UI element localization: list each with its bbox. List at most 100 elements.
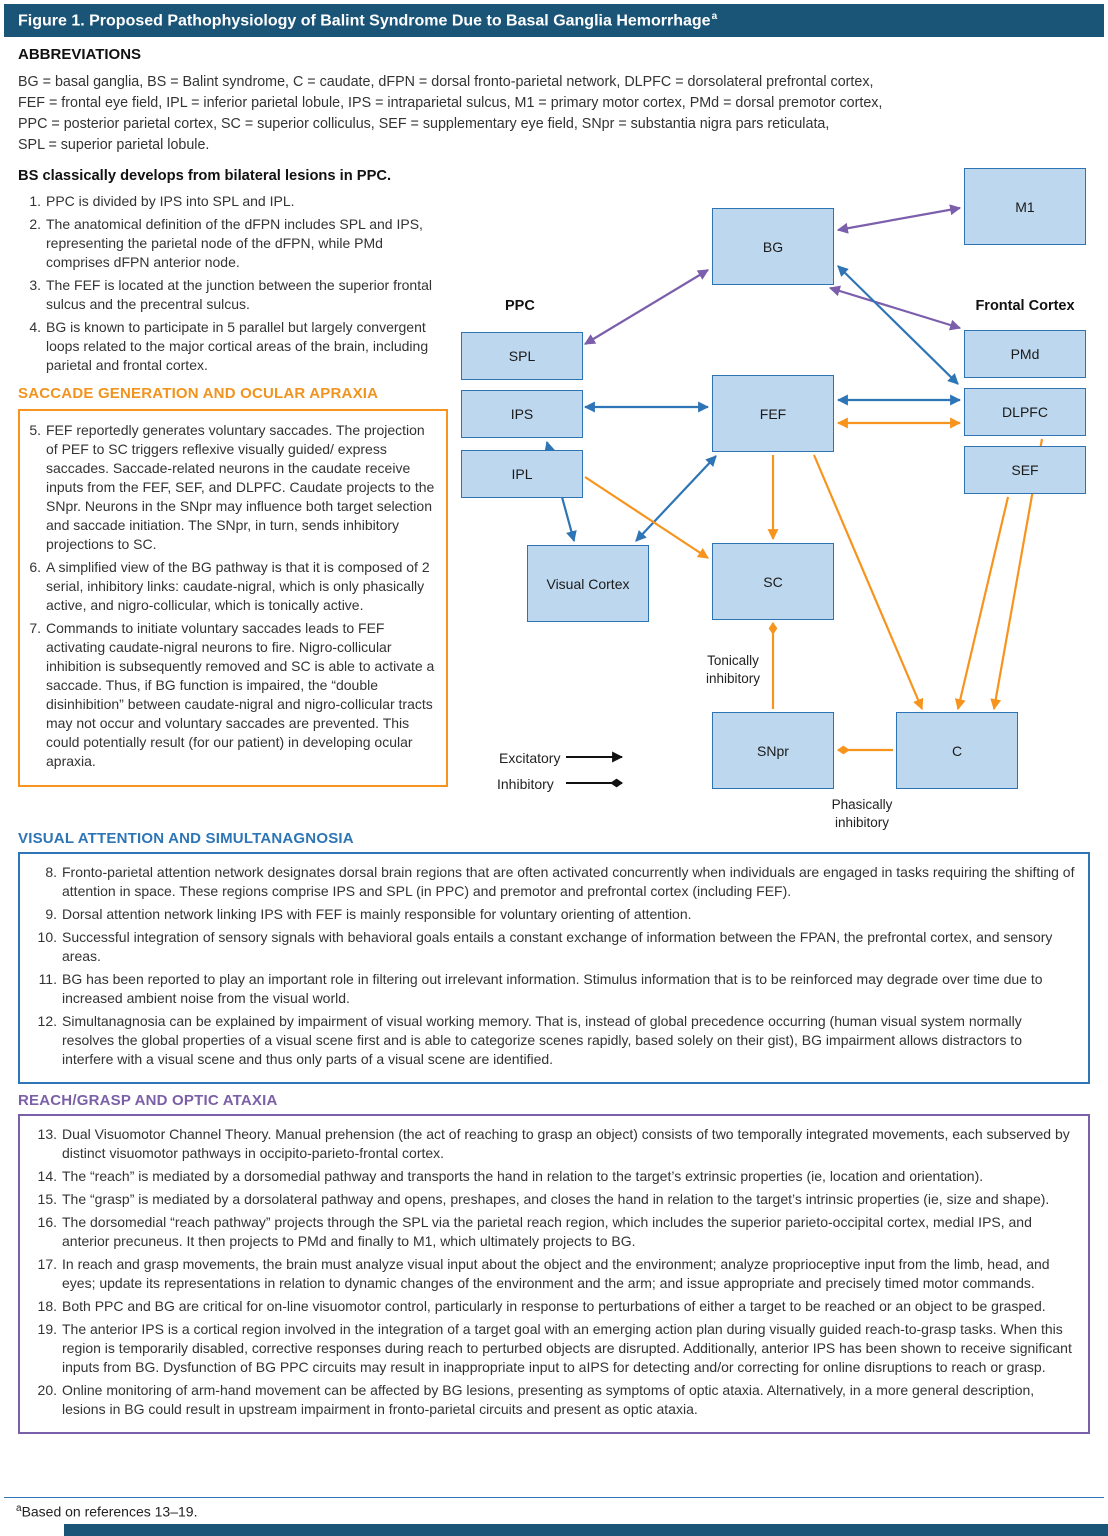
edge-ipl-sc [584, 476, 709, 559]
item-text: Successful integration of sensory signal… [62, 929, 1053, 964]
list-item: 13. Dual Visuomotor Channel Theory. Manua… [28, 1125, 1076, 1163]
visual-section-heading: VISUAL ATTENTION AND SIMULTANAGNOSIA [18, 830, 354, 847]
item-number: 4. [29, 319, 41, 335]
node-dlpfc: DLPFC [964, 388, 1086, 436]
legend-inhibitory-label: Inhibitory [497, 776, 554, 792]
item-text: BG is known to participate in 5 parallel… [46, 319, 429, 373]
list-item: 4. BG is known to participate in 5 parall… [18, 318, 448, 375]
footnote-text: Based on references 13–19. [21, 1503, 198, 1520]
item-text: The FEF is located at the junction betwe… [46, 277, 432, 312]
figure-title-superscript: a [711, 10, 718, 22]
item-text: Dual Visuomotor Channel Theory. Manual p… [62, 1126, 1070, 1161]
item-text: PPC is divided by IPS into SPL and IPL. [46, 193, 295, 209]
list-item: 11. BG has been reported to play an impor… [28, 970, 1076, 1008]
abbreviations-section: ABBREVIATIONS BG = basal ganglia, BS = B… [18, 46, 1048, 156]
item-number: 8. [45, 864, 57, 880]
item-number: 18. [37, 1298, 57, 1314]
item-number: 11. [38, 971, 57, 987]
item-text: The anterior IPS is a cortical region in… [62, 1321, 1072, 1375]
list-item: 12.Simultanagnosia can be explained by i… [28, 1012, 1076, 1069]
edge-bg-dlpfc [837, 265, 959, 385]
node-m1: M1 [964, 168, 1086, 245]
list-item: 8. Fronto-parietal attention network desi… [28, 863, 1076, 901]
ppc-group-label: PPC [505, 298, 535, 314]
saccade-box: 5. FEF reportedly generates voluntary sac… [18, 409, 448, 787]
edge-spl-bg [584, 269, 709, 345]
footnote-superscript: a [16, 1503, 22, 1514]
item-text: The dorsomedial “reach pathway” projects… [62, 1214, 1032, 1249]
item-number: 1. [29, 193, 41, 209]
list-item: 3. The FEF is located at the junction bet… [18, 276, 448, 314]
node-fef: FEF [712, 375, 834, 452]
item-number: 16. [37, 1214, 57, 1230]
item-number: 3. [29, 277, 41, 293]
item-number: 9. [45, 906, 57, 922]
list-item: 1. PPC is divided by IPS into SPL and IPL… [18, 192, 448, 211]
ppc-section-heading: BS classically develops from bilateral l… [18, 168, 392, 184]
item-number: 14. [37, 1168, 57, 1184]
phasically-inhibitory-label: Phasically inhibitory [831, 797, 893, 830]
saccade-section-heading: SACCADE GENERATION AND OCULAR APRAXIA [18, 385, 379, 402]
node-ips: IPS [461, 390, 583, 438]
item-number: 19. [37, 1321, 57, 1337]
list-item: 6.A simplified view of the BG pathway is… [26, 558, 438, 615]
left-column: BS classically develops from bilateral l… [18, 168, 448, 787]
node-pmd: PMd [964, 330, 1086, 378]
pathway-diagram: PPC Frontal Cortex BG M1 SPL IPS IPL PMd… [450, 160, 1106, 850]
figure-title: Figure 1. Proposed Pathophysiology of Ba… [18, 11, 717, 30]
item-text: Online monitoring of arm-hand movement c… [62, 1382, 1035, 1417]
list-item: 7.Commands to initiate voluntary saccade… [26, 619, 438, 771]
item-text: BG has been reported to play an importan… [62, 971, 1043, 1006]
list-item: 17.In reach and grasp movements, the bra… [28, 1255, 1076, 1293]
item-number: 13. [37, 1126, 57, 1142]
item-number: 17. [37, 1256, 57, 1272]
abbreviations-line: FEF = frontal eye field, IPL = inferior … [18, 95, 883, 111]
node-c: C [896, 712, 1018, 789]
node-snpr: SNpr [712, 712, 834, 789]
reach-box: 13. Dual Visuomotor Channel Theory. Manua… [18, 1114, 1090, 1434]
list-item: 16. The dorsomedial “reach pathway” proje… [28, 1213, 1076, 1251]
node-spl: SPL [461, 332, 583, 380]
reach-section-heading: REACH/GRASP AND OPTIC ATAXIA [18, 1092, 278, 1109]
item-text: Fronto-parietal attention network design… [62, 864, 1075, 899]
item-number: 20. [37, 1382, 57, 1398]
edge-bg-m1 [836, 204, 962, 234]
item-number: 5. [29, 422, 41, 438]
node-visual-cortex: Visual Cortex [527, 545, 649, 622]
item-text: The “grasp” is mediated by a dorsolatera… [62, 1191, 1050, 1207]
abbreviations-line: BG = basal ganglia, BS = Balint syndrome… [18, 74, 874, 90]
list-item: 2. The anatomical definition of the dFPN … [18, 215, 448, 272]
saccade-list: 5. FEF reportedly generates voluntary sac… [26, 421, 438, 771]
abbreviations-heading: ABBREVIATIONS [18, 46, 142, 63]
diagram-edges [544, 204, 1044, 788]
footnote: aBased on references 13–19. [16, 1503, 197, 1520]
item-text: The anatomical definition of the dFPN in… [46, 216, 423, 270]
list-item: 9. Dorsal attention network linking IPS w… [28, 905, 1076, 924]
tonically-inhibitory-label: Tonically inhibitory [705, 653, 761, 686]
node-sef: SEF [964, 446, 1086, 494]
list-item: 5. FEF reportedly generates voluntary sac… [26, 421, 438, 554]
item-number: 12. [37, 1013, 57, 1029]
footnote-divider [4, 1497, 1104, 1498]
item-text: Dorsal attention network linking IPS wit… [62, 906, 692, 922]
list-item: 10.Successful integration of sensory sig… [28, 928, 1076, 966]
visual-box: 8. Fronto-parietal attention network desi… [18, 852, 1090, 1084]
edge-sef-c [954, 496, 1010, 711]
list-item: 20. Online monitoring of arm-hand movemen… [28, 1381, 1076, 1419]
figure-title-bar: Figure 1. Proposed Pathophysiology of Ba… [4, 4, 1104, 37]
node-sc: SC [712, 543, 834, 620]
edge-fef-visual-cortex [635, 455, 717, 542]
reach-list: 13. Dual Visuomotor Channel Theory. Manua… [28, 1125, 1076, 1419]
list-item: 19. The anterior IPS is a cortical region… [28, 1320, 1076, 1377]
abbreviations-line: PPC = posterior parietal cortex, SC = su… [18, 116, 830, 132]
list-item: 14.The “reach” is mediated by a dorsomed… [28, 1167, 1076, 1186]
item-number: 6. [29, 559, 41, 575]
legend-excitatory-label: Excitatory [499, 750, 561, 766]
item-number: 2. [29, 216, 41, 232]
item-text: FEF reportedly generates voluntary sacca… [46, 422, 435, 552]
list-item: 18.Both PPC and BG are critical for on-l… [28, 1297, 1076, 1316]
ppc-list: 1. PPC is divided by IPS into SPL and IPL… [18, 192, 448, 375]
visual-list: 8. Fronto-parietal attention network desi… [28, 863, 1076, 1069]
bottom-accent-bar [64, 1524, 1108, 1536]
